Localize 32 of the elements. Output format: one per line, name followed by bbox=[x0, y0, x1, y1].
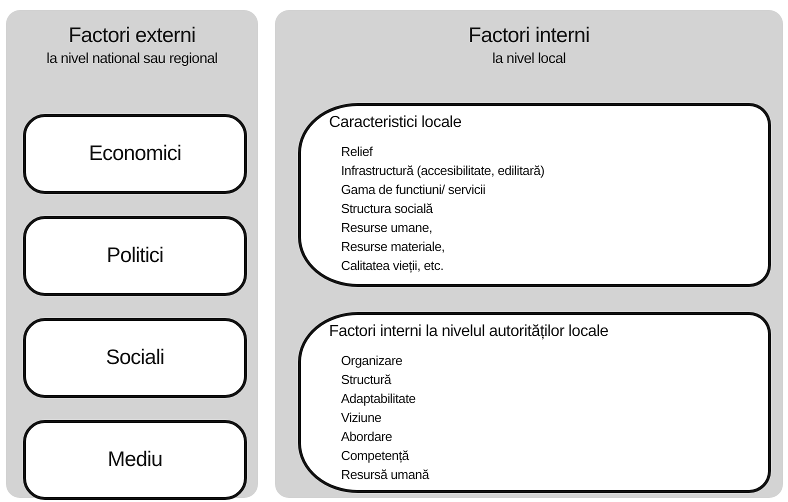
panel-title: Factori interni bbox=[467, 24, 591, 48]
list-item: Resursă umană bbox=[341, 467, 429, 482]
list-item: Structură bbox=[341, 372, 392, 387]
factor-label: Economici bbox=[88, 142, 182, 166]
list-item: Resurse materiale, bbox=[341, 239, 445, 254]
list-item: Calitatea vieții, etc. bbox=[341, 258, 444, 273]
factor-box bbox=[23, 318, 247, 398]
factor-list-box bbox=[298, 103, 771, 287]
group-panel bbox=[6, 10, 258, 498]
panel-subtitle: la nivel local bbox=[491, 51, 567, 67]
factor-label: Politici bbox=[106, 244, 164, 268]
factor-box bbox=[23, 114, 247, 194]
list-item: Competență bbox=[341, 448, 409, 463]
list-item: Resurse umane, bbox=[341, 220, 432, 235]
list-item: Organizare bbox=[341, 353, 402, 368]
panel-title: Factori externi bbox=[67, 24, 197, 48]
list-item: Structura socială bbox=[341, 201, 433, 216]
factor-label: Sociali bbox=[106, 346, 164, 370]
list-item: Relief bbox=[341, 144, 372, 159]
factor-label: Mediu bbox=[108, 448, 162, 472]
factor-list-box bbox=[298, 312, 771, 493]
list-item: Gama de functiuni/ servicii bbox=[341, 182, 486, 197]
panel-subtitle: la nivel national sau regional bbox=[46, 51, 218, 67]
list-item: Viziune bbox=[341, 410, 382, 425]
list-item: Abordare bbox=[341, 429, 392, 444]
group-panel bbox=[275, 10, 783, 498]
list-item: Infrastructură (accesibilitate, edilitară) bbox=[341, 163, 544, 178]
factor-box bbox=[23, 216, 247, 296]
list-item: Adaptabilitate bbox=[341, 391, 416, 406]
factor-box bbox=[23, 420, 247, 500]
list-heading: Factori interni la nivelul autorităților locale bbox=[329, 323, 608, 341]
list-heading: Caracteristici locale bbox=[329, 114, 462, 132]
